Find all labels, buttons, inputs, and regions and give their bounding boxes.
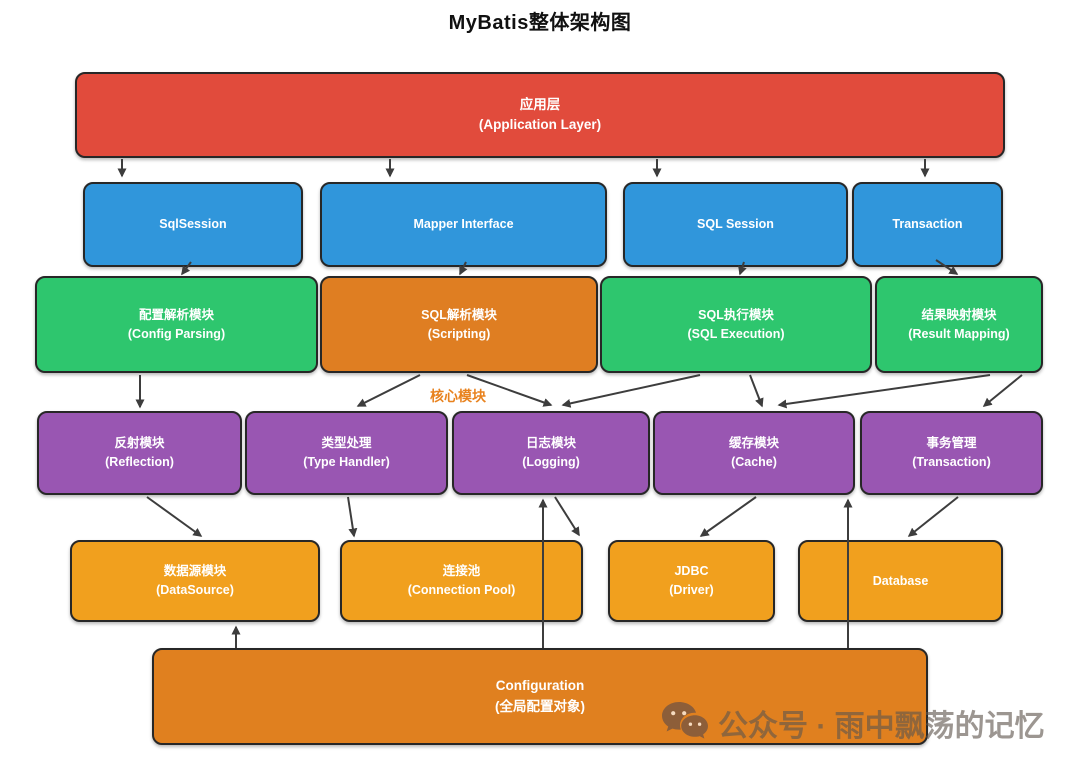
- node-label-en: (Connection Pool): [407, 583, 516, 597]
- node-database: Database: [798, 540, 1003, 622]
- node-sql-execution: SQL执行模块 (SQL Execution): [600, 276, 872, 373]
- node-label-zh: 配置解析模块: [138, 307, 214, 322]
- node-type-handler: 类型处理 (Type Handler): [245, 411, 448, 495]
- node-label-en: (Reflection): [105, 455, 174, 469]
- connector-arrow: [356, 374, 421, 407]
- connector-arrow: [982, 374, 1023, 407]
- node-mapper-interface: Mapper Interface: [320, 182, 607, 267]
- node-label-en: Configuration: [495, 678, 585, 694]
- node-transaction-mgmt: 事务管理 (Transaction): [860, 411, 1043, 495]
- connector-arrow: [347, 496, 358, 538]
- node-label-zh: 应用层: [519, 96, 561, 112]
- node-label-en: (Transaction): [912, 455, 991, 469]
- node-label-zh: 数据源模块: [163, 564, 227, 579]
- connector-arrow: [146, 496, 203, 537]
- connector-arrow: [699, 496, 757, 537]
- node-label-zh: 反射模块: [114, 436, 165, 451]
- node-label-zh: 结果映射模块: [921, 307, 997, 322]
- node-label: Transaction: [892, 217, 963, 232]
- connector-arrow: [777, 374, 991, 409]
- node-label: Database: [872, 573, 929, 588]
- node-label: Mapper Interface: [413, 217, 514, 232]
- node-label-zh: 日志模块: [525, 436, 576, 451]
- node-label-en: (DataSource): [156, 583, 234, 597]
- node-label-en: (Type Handler): [303, 455, 390, 469]
- node-label: SQL Session: [697, 217, 774, 232]
- wechat-icon: [662, 702, 708, 739]
- node-label-zh: 连接池: [442, 564, 481, 579]
- node-label-zh: 类型处理: [321, 436, 372, 451]
- connector-arrow: [561, 374, 701, 408]
- node-reflection: 反射模块 (Reflection): [37, 411, 242, 495]
- node-result-mapping: 结果映射模块 (Result Mapping): [875, 276, 1043, 373]
- node-sql-session: SQL Session: [623, 182, 848, 267]
- node-label-zh: (全局配置对象): [495, 698, 585, 714]
- connector-arrow: [554, 496, 580, 537]
- node-connection-pool: 连接池 (Connection Pool): [340, 540, 583, 622]
- diagram-title: MyBatis整体架构图: [448, 12, 632, 34]
- connector-arrow: [907, 496, 959, 537]
- node-label-en: (Logging): [522, 455, 580, 469]
- node-label-zh: 事务管理: [926, 436, 977, 451]
- node-label-en: (SQL Execution): [687, 326, 785, 341]
- node-configuration: Configuration (全局配置对象): [152, 648, 928, 745]
- node-label-en: (Cache): [731, 455, 777, 469]
- core-modules-label: 核心模块: [430, 388, 486, 404]
- node-label: SqlSession: [159, 217, 227, 232]
- node-label-zh: SQL解析模块: [421, 307, 497, 322]
- watermark: 公众号 · 雨中飘荡的记忆: [660, 700, 1045, 746]
- connector-arrow: [749, 374, 764, 408]
- node-sqlsession: SqlSession: [83, 182, 303, 267]
- node-cache: 缓存模块 (Cache): [653, 411, 855, 495]
- node-label-zh: 缓存模块: [728, 436, 779, 451]
- node-jdbc-driver: JDBC (Driver): [608, 540, 775, 622]
- node-label-zh: JDBC: [674, 564, 709, 579]
- node-label-en: (Scripting): [427, 326, 491, 341]
- watermark-text: 公众号 · 雨中飘荡的记忆: [718, 710, 1045, 743]
- node-logging: 日志模块 (Logging): [452, 411, 650, 495]
- node-datasource: 数据源模块 (DataSource): [70, 540, 320, 622]
- node-label-zh: SQL执行模块: [698, 307, 774, 322]
- node-transaction-api: Transaction: [852, 182, 1003, 267]
- node-label-en: (Result Mapping): [908, 326, 1010, 341]
- node-label-en: (Config Parsing): [127, 326, 226, 341]
- node-label-en: (Application Layer): [478, 117, 602, 132]
- node-config-parsing: 配置解析模块 (Config Parsing): [35, 276, 318, 373]
- node-label-en: (Driver): [669, 583, 714, 597]
- node-application-layer: 应用层 (Application Layer): [75, 72, 1005, 158]
- node-scripting: SQL解析模块 (Scripting): [320, 276, 598, 373]
